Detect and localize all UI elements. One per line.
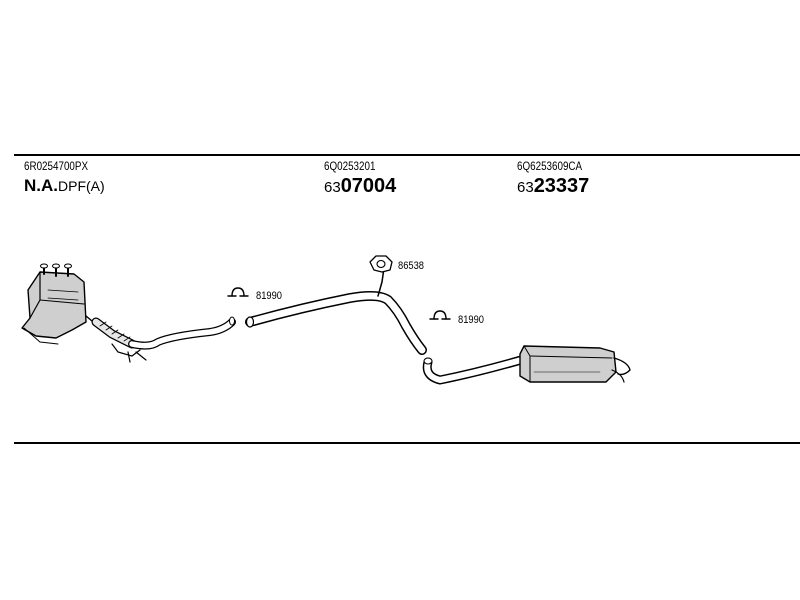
particulate-filter-drawing bbox=[21, 263, 109, 345]
clamp-left-icon bbox=[227, 287, 249, 297]
right-part-number: 6323337 bbox=[517, 176, 589, 196]
left-part-article-number: 6R0254700PX bbox=[24, 159, 89, 173]
left-part-note-main: N.A. bbox=[24, 176, 58, 195]
left-part-note: N.A.DPF(A) bbox=[24, 177, 105, 195]
right-part-number-prefix: 63 bbox=[517, 179, 534, 196]
top-divider-line bbox=[14, 154, 800, 156]
front-pipe-drawing bbox=[128, 316, 236, 350]
rear-silencer-drawing bbox=[519, 345, 631, 383]
right-part-article-number: 6Q6253609CA bbox=[517, 159, 583, 173]
right-part-number-main: 23337 bbox=[533, 175, 590, 197]
clamp-right-icon bbox=[429, 310, 451, 320]
bottom-divider-line bbox=[14, 442, 800, 444]
middle-part-number-prefix: 63 bbox=[324, 179, 341, 196]
middle-part-number-main: 07004 bbox=[340, 175, 397, 197]
clamp-right-part-number: 81990 bbox=[458, 314, 485, 326]
middle-pipe-drawing bbox=[245, 267, 427, 355]
flex-pipe-drawing bbox=[91, 317, 147, 363]
middle-part-article-number: 6Q0253201 bbox=[324, 159, 376, 173]
clamp-left-part-number: 81990 bbox=[256, 290, 283, 302]
rear-pipe-drawing bbox=[422, 353, 533, 385]
middle-part-number: 6307004 bbox=[324, 176, 396, 196]
rubber-mount-drawing bbox=[369, 255, 393, 273]
mount-part-number: 86538 bbox=[398, 260, 425, 272]
left-part-note-sub: DPF(A) bbox=[58, 178, 105, 194]
